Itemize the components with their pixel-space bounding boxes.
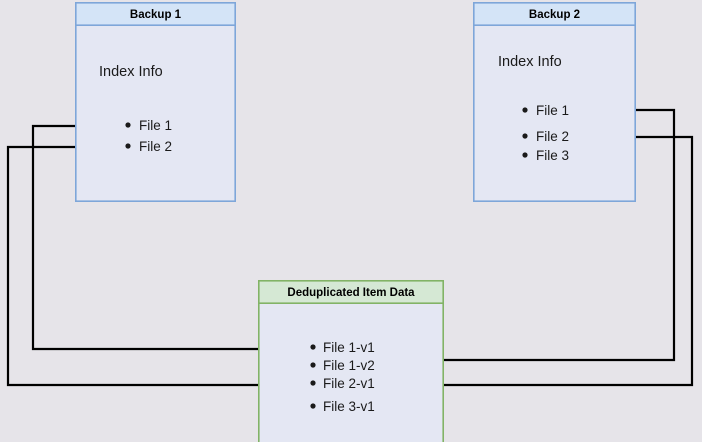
connector-backup2-file2-to-file2v1 [404,135,694,387]
backup1-header [75,1,236,26]
bullet-icon [125,122,131,128]
backup1-item-label: File 1 [139,118,172,133]
backup1-body [75,1,236,202]
backup2-item-label: File 3 [536,148,569,163]
bullet-icon [522,152,528,158]
backup1-item-label: File 2 [139,139,172,154]
backup2-title: Backup 2 [529,9,580,21]
dedup-item-label: File 3-v1 [323,399,375,414]
dedup-item-label: File 2-v1 [323,376,375,391]
backup2-box[interactable]: Backup 2 Index Info File 1 File 2 File 3 [472,1,636,202]
bullet-icon [310,362,316,368]
dedup-title: Deduplicated Item Data [287,287,415,299]
backup1-title: Backup 1 [130,9,182,21]
backup2-body [472,1,636,202]
backup2-header [472,1,636,26]
bullet-icon [310,380,316,386]
connector-backup1-file2-to-file2v1 [6,145,300,387]
backup1-box[interactable]: Backup 1 Index Info File 1 File 2 [75,1,236,202]
backup2-item-label: File 2 [536,129,569,144]
dedup-item-label: File 1-v1 [323,340,375,355]
dedup-header [257,279,444,304]
bullet-icon [522,107,528,113]
backup2-item-label: File 1 [536,103,569,118]
bullet-icon [125,143,131,149]
backup2-section-label: Index Info [498,54,562,70]
dedup-box[interactable]: Deduplicated Item Data File 1-v1 File 1-… [257,279,444,442]
dedup-body [257,279,444,442]
backup1-section-label: Index Info [99,64,163,80]
bullet-icon [310,344,316,350]
dedup-item-label: File 1-v2 [323,358,375,373]
bullet-icon [522,133,528,139]
bullet-icon [310,403,316,409]
